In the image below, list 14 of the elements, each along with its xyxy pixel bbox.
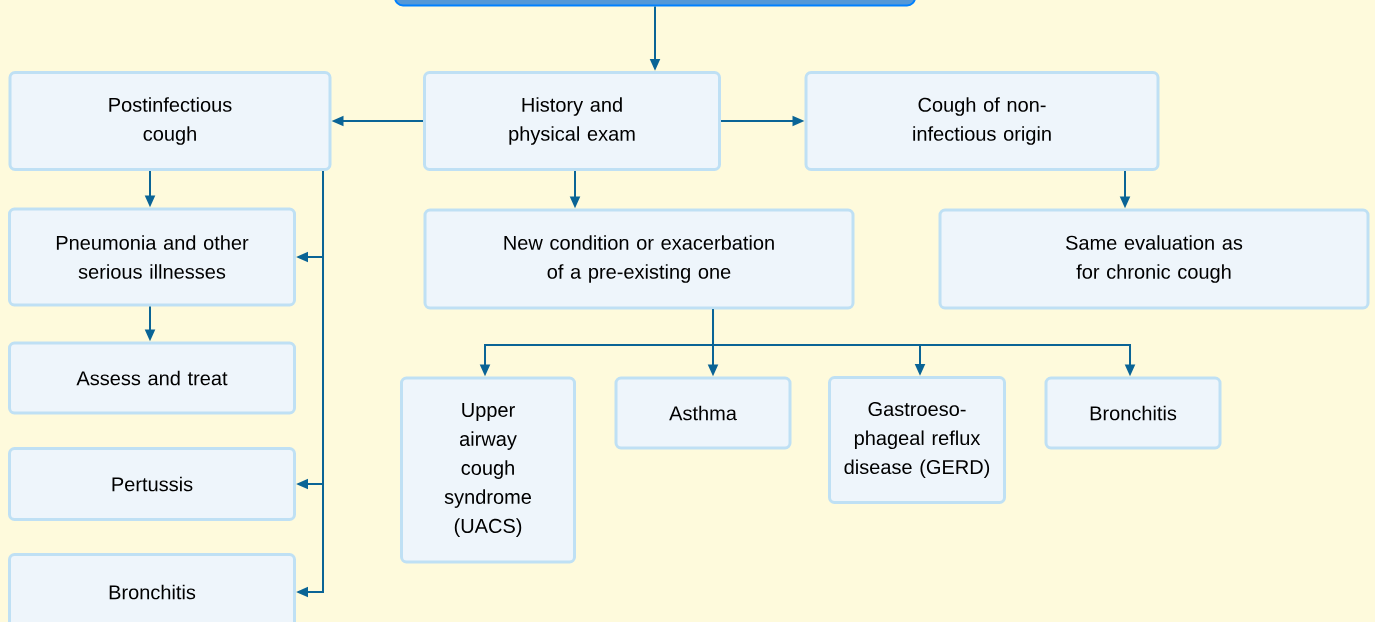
process-box: Asthma [614, 376, 792, 450]
process-box: Gastroeso- phageal reflux disease (GERD) [828, 376, 1006, 504]
process-box: Pertussis [8, 447, 296, 521]
header-box [394, 0, 916, 7]
process-box: Cough of non-infectious origin [804, 71, 1160, 171]
process-box: Assess and treat [8, 341, 296, 415]
process-box: Same evaluation as for chronic cough [938, 208, 1370, 310]
process-box: Pneumonia and other serious illnesses [8, 207, 296, 307]
process-box: New condition or exacerbation of a pre-existing one [423, 208, 855, 310]
process-box: Upper airway cough syndrome (UACS) [400, 376, 576, 564]
process-box: Bronchitis [8, 553, 296, 622]
process-box: History and physical exam [423, 71, 721, 171]
process-box: Postinfectious cough [8, 71, 332, 171]
process-box: Bronchitis [1044, 376, 1222, 450]
